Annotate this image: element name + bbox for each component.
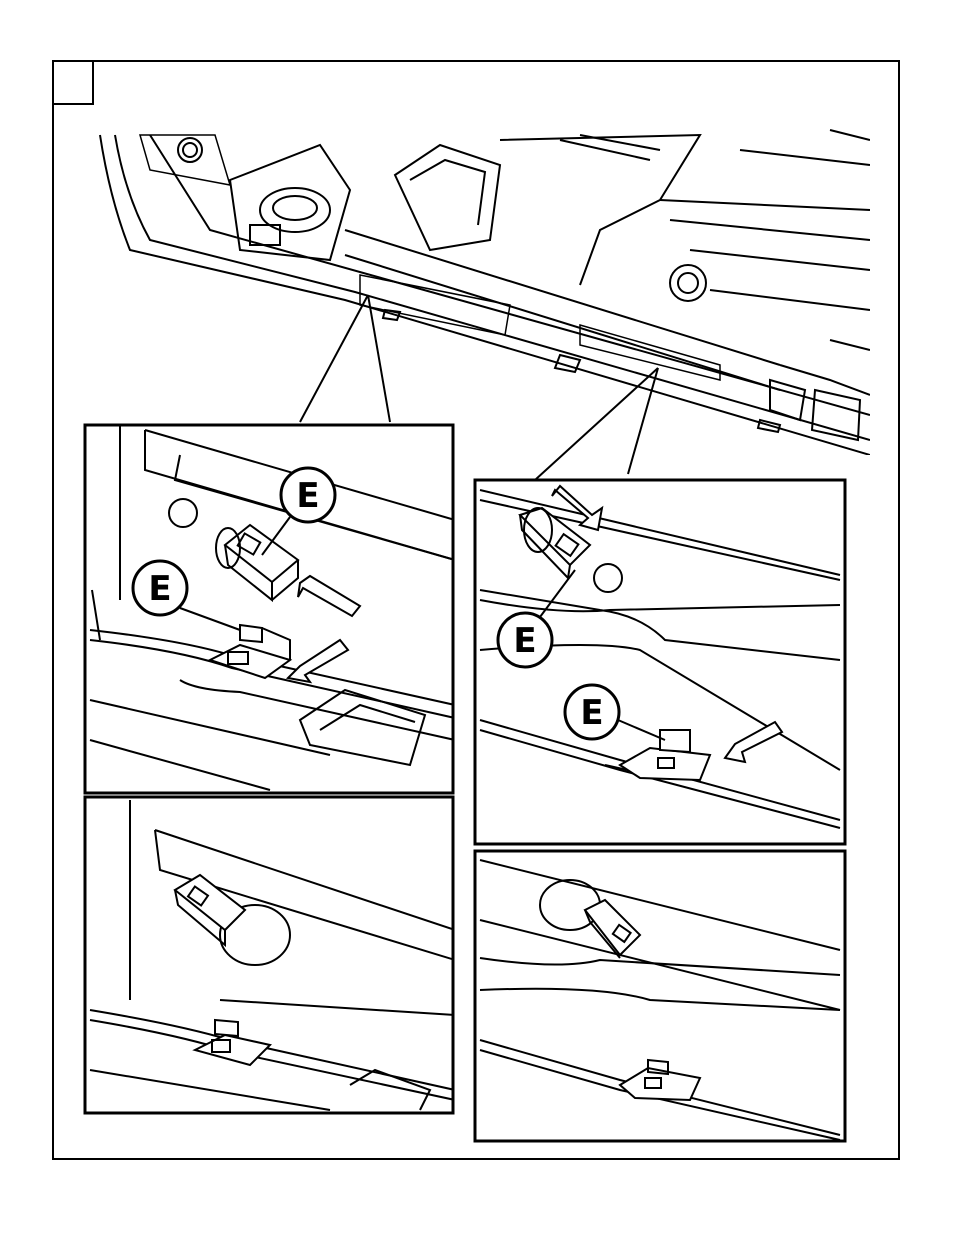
svg-text:E: E <box>513 621 536 661</box>
svg-text:E: E <box>296 476 319 516</box>
detail-panel-1 <box>85 425 453 793</box>
svg-text:E: E <box>580 693 603 733</box>
svg-text:E: E <box>148 569 171 609</box>
detail-panel-3 <box>85 797 453 1113</box>
vehicle-underbody-overview <box>100 130 870 455</box>
